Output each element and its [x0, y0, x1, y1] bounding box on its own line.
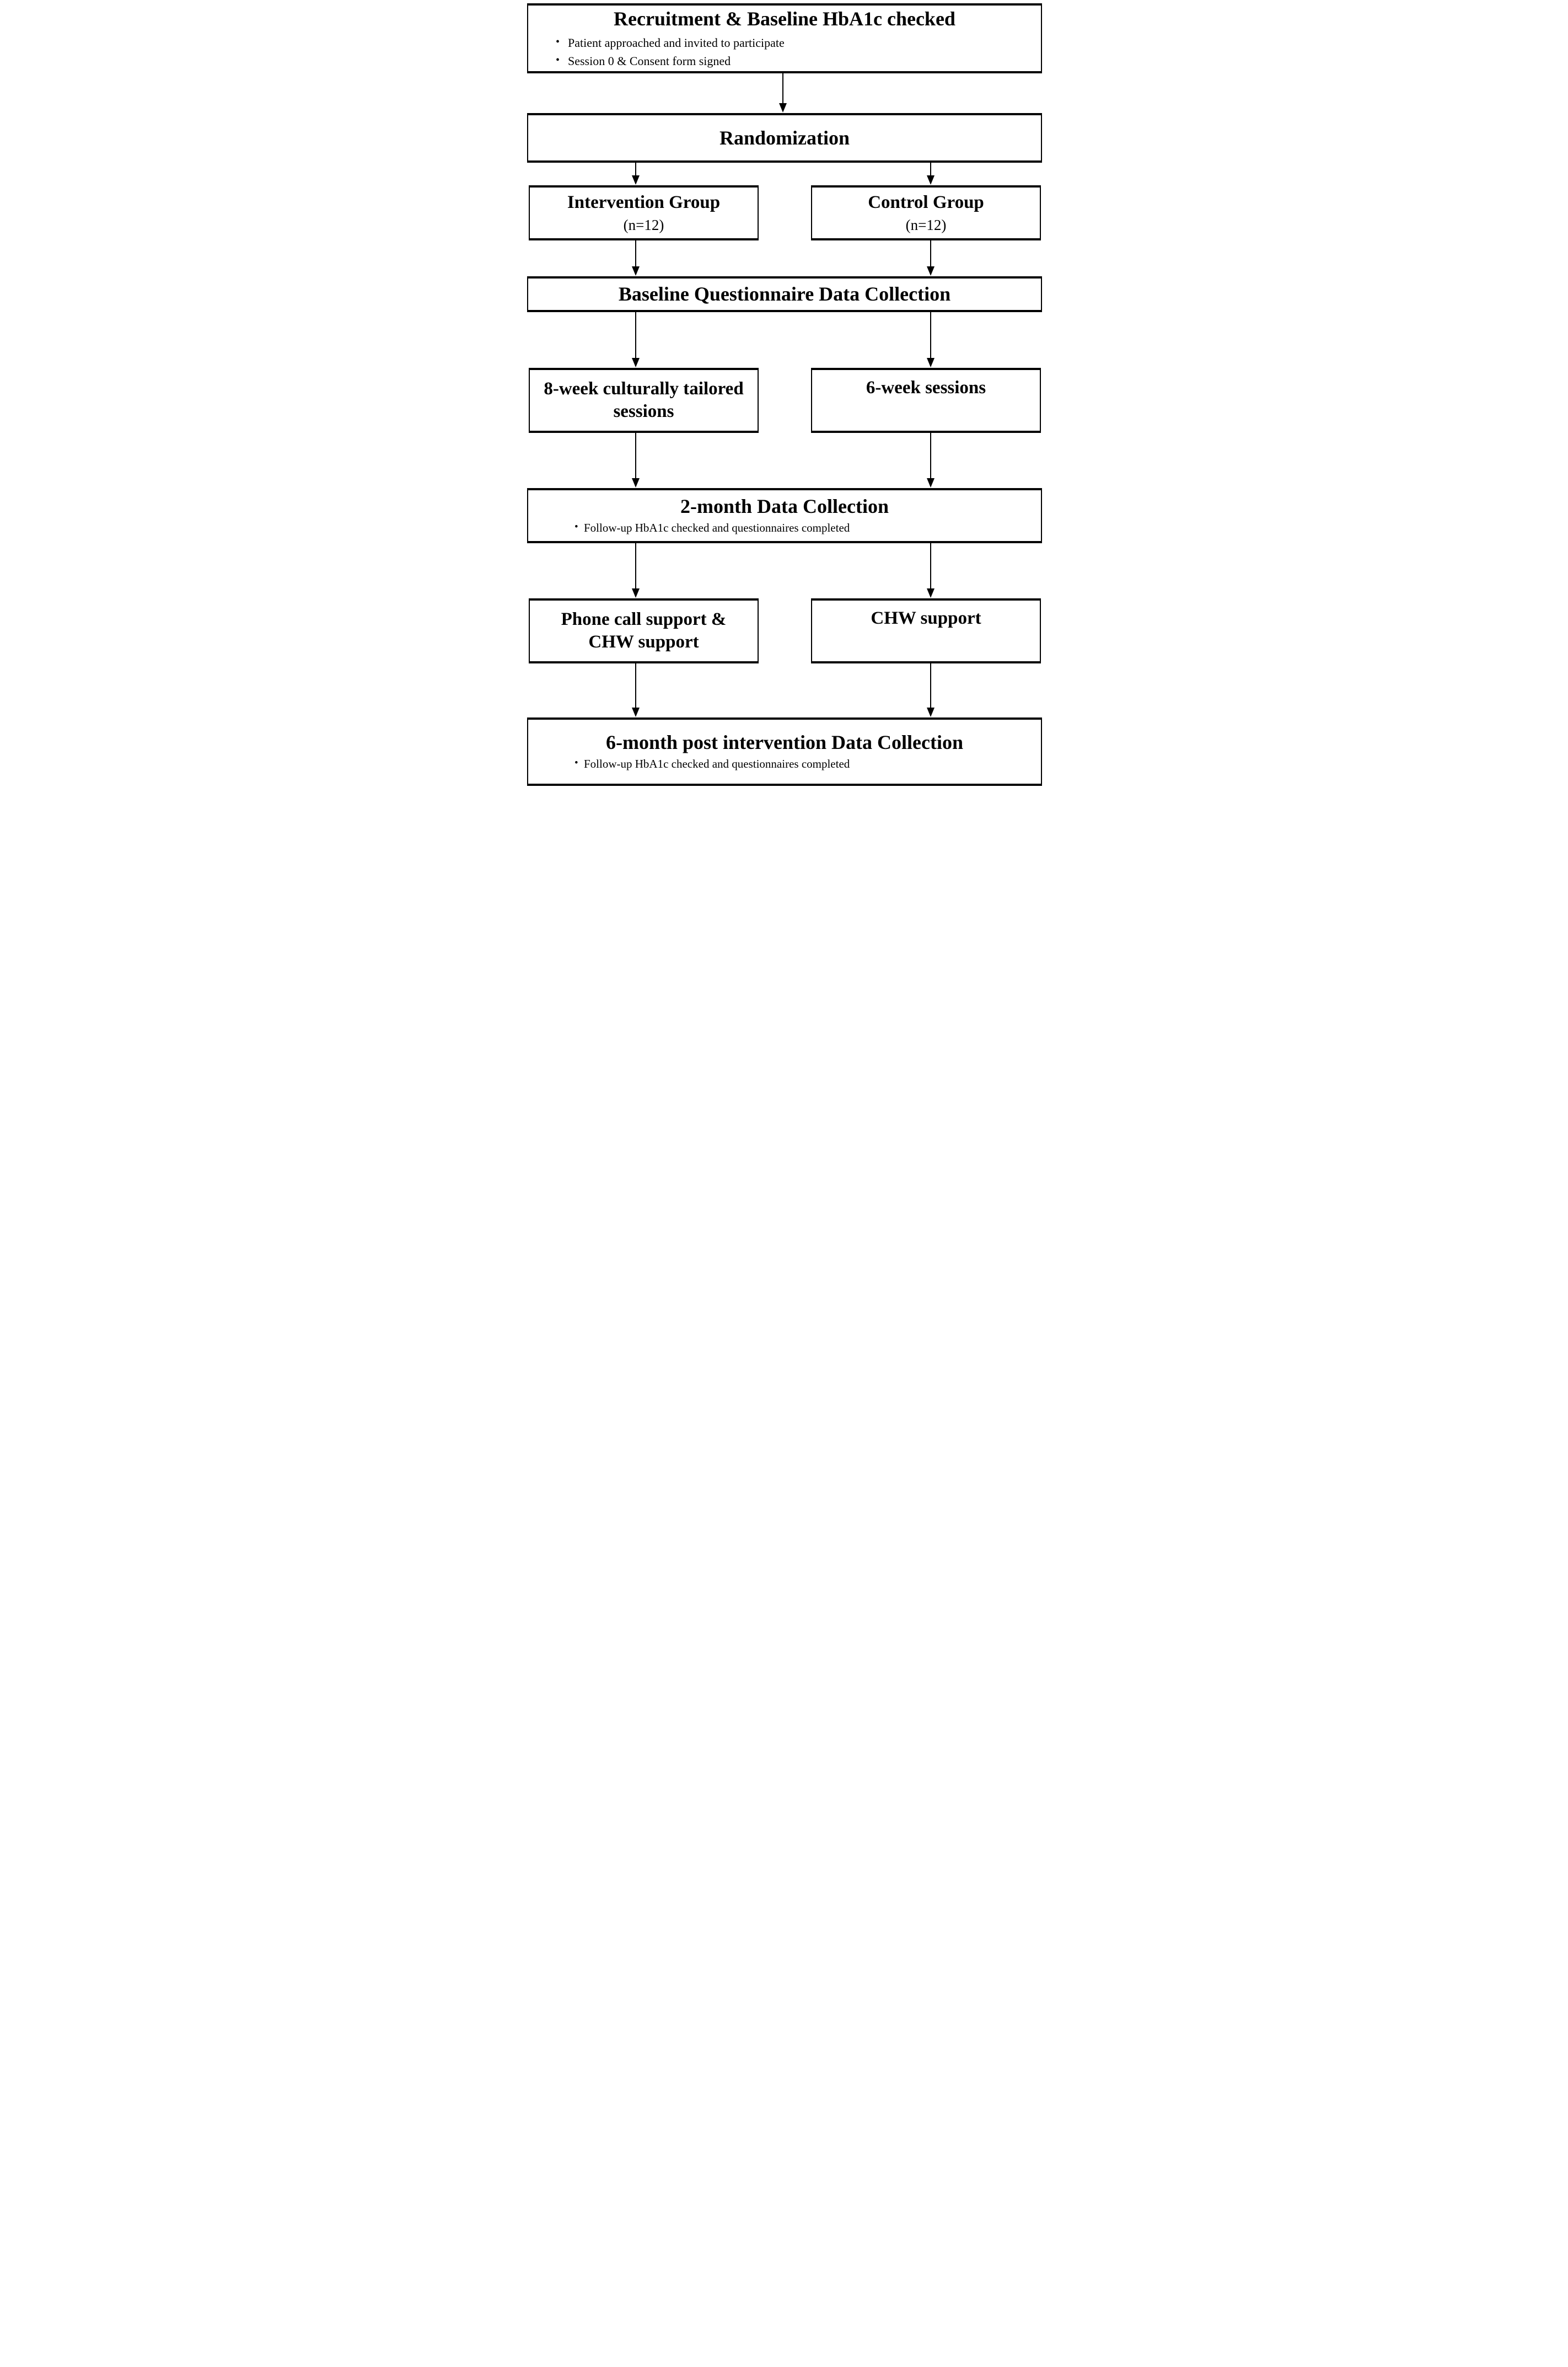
control-group-box: Control Group (n=12)	[811, 185, 1041, 240]
intervention-group-title: Intervention Group	[567, 192, 721, 213]
arrow-baseline-to-8week	[635, 312, 636, 358]
recruitment-bullet-1: Patient approached and invited to partic…	[554, 34, 1032, 52]
intervention-sessions-box: 8-week culturally tailored sessions	[529, 368, 759, 433]
two-month-bullet-1: Follow-up HbA1c checked and questionnair…	[574, 520, 1032, 536]
recruitment-bullet-2: Session 0 & Consent form signed	[554, 52, 1032, 70]
six-month-collection-title: 6-month post intervention Data Collectio…	[606, 731, 963, 753]
six-month-bullet-1: Follow-up HbA1c checked and questionnair…	[574, 756, 1032, 772]
arrow-2month-to-chw-support	[930, 543, 931, 589]
control-sessions-box: 6-week sessions	[811, 368, 1041, 433]
intervention-group-box: Intervention Group (n=12)	[529, 185, 759, 240]
intervention-sessions-title: 8-week culturally tailored sessions	[544, 378, 744, 421]
recruitment-box: Recruitment & Baseline HbA1c checked Pat…	[527, 3, 1042, 73]
arrow-randomization-to-intervention	[635, 163, 636, 176]
control-group-n: (n=12)	[905, 217, 947, 234]
randomization-title: Randomization	[719, 126, 850, 149]
intervention-support-box: Phone call support & CHW support	[529, 598, 759, 663]
control-support-title: CHW support	[871, 608, 981, 628]
recruitment-title: Recruitment & Baseline HbA1c checked	[614, 8, 955, 30]
arrow-6week-to-2month	[930, 433, 931, 479]
recruitment-bullets: Patient approached and invited to partic…	[537, 34, 1032, 70]
control-sessions-title: 6-week sessions	[866, 378, 986, 398]
arrow-control-to-baseline	[930, 240, 931, 267]
arrow-intervention-to-baseline	[635, 240, 636, 267]
two-month-collection-title: 2-month Data Collection	[680, 495, 889, 517]
randomization-box: Randomization	[527, 113, 1042, 163]
arrow-recruitment-to-randomization	[782, 73, 783, 104]
baseline-questionnaire-title: Baseline Questionnaire Data Collection	[618, 283, 951, 306]
arrow-2month-to-phone-support	[635, 543, 636, 589]
intervention-group-n: (n=12)	[623, 217, 664, 234]
arrow-randomization-to-control	[930, 163, 931, 176]
two-month-collection-box: 2-month Data Collection Follow-up HbA1c …	[527, 488, 1042, 543]
six-month-bullets: Follow-up HbA1c checked and questionnair…	[537, 756, 1032, 772]
arrow-phone-support-to-6month	[635, 663, 636, 708]
arrow-chw-support-to-6month	[930, 663, 931, 708]
intervention-support-title: Phone call support & CHW support	[561, 609, 727, 652]
two-month-bullets: Follow-up HbA1c checked and questionnair…	[537, 520, 1032, 536]
arrow-8week-to-2month	[635, 433, 636, 479]
arrow-baseline-to-6week	[930, 312, 931, 358]
control-group-title: Control Group	[868, 192, 984, 213]
study-flow-diagram: Recruitment & Baseline HbA1c checked Pat…	[523, 0, 1045, 789]
six-month-collection-box: 6-month post intervention Data Collectio…	[527, 717, 1042, 786]
control-support-box: CHW support	[811, 598, 1041, 663]
baseline-questionnaire-box: Baseline Questionnaire Data Collection	[527, 276, 1042, 312]
